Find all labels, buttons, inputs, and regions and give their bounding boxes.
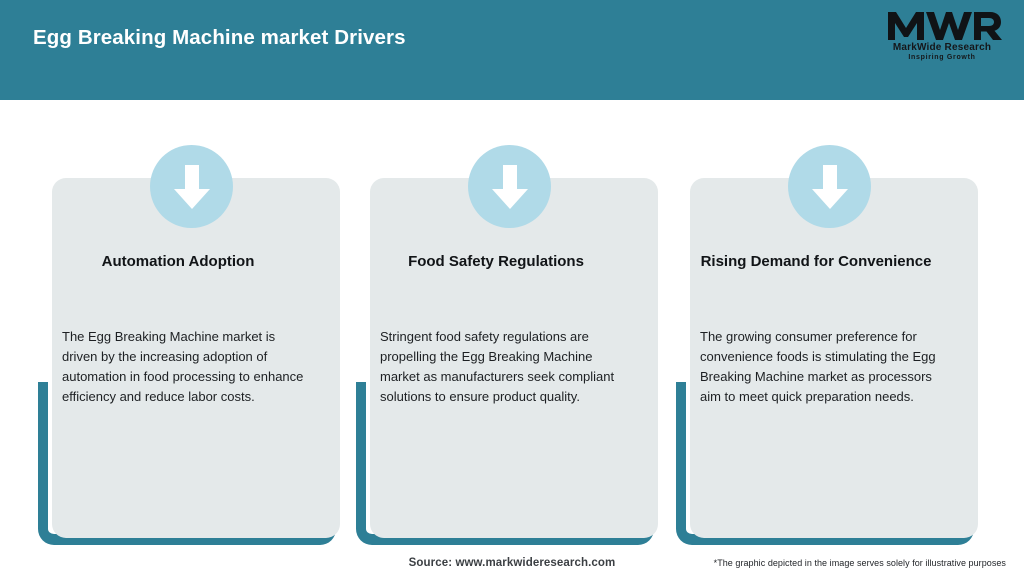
- driver-card-title: Automation Adoption: [101, 253, 255, 270]
- driver-card-body: The growing consumer preference for conv…: [700, 329, 936, 404]
- logo-company-name: MarkWide Research: [892, 42, 992, 53]
- driver-card-title: Food Safety Regulations: [408, 253, 584, 270]
- mwr-logo-icon: [882, 8, 1002, 42]
- driver-card[interactable]: [370, 178, 658, 538]
- down-arrow-icon: [150, 145, 233, 228]
- driver-card-body: Stringent food safety regulations are pr…: [380, 329, 615, 404]
- down-arrow-icon: [468, 145, 551, 228]
- header-bar: Egg Breaking Machine market Drivers Mark…: [0, 0, 1024, 100]
- driver-card[interactable]: [52, 178, 340, 538]
- logo: MarkWide Research Inspiring Growth: [882, 8, 1002, 70]
- disclaimer-label: *The graphic depicted in the image serve…: [713, 558, 1006, 568]
- driver-card-group-1: Automation Adoption The Egg Breaking Mac…: [34, 0, 340, 576]
- source-label: Source: www.markwideresearch.com: [408, 557, 616, 569]
- driver-card-group-2: Food Safety Regulations Stringent food s…: [352, 0, 658, 576]
- driver-card[interactable]: [690, 178, 978, 538]
- down-arrow-icon: [788, 145, 871, 228]
- driver-card-body: The Egg Breaking Machine market is drive…: [62, 329, 304, 404]
- driver-card-group-3: Rising Demand for Convenience The growin…: [672, 0, 978, 576]
- page-title: Egg Breaking Machine market Drivers: [33, 26, 406, 49]
- logo-tagline: Inspiring Growth: [908, 54, 976, 61]
- driver-card-title: Rising Demand for Convenience: [700, 253, 932, 270]
